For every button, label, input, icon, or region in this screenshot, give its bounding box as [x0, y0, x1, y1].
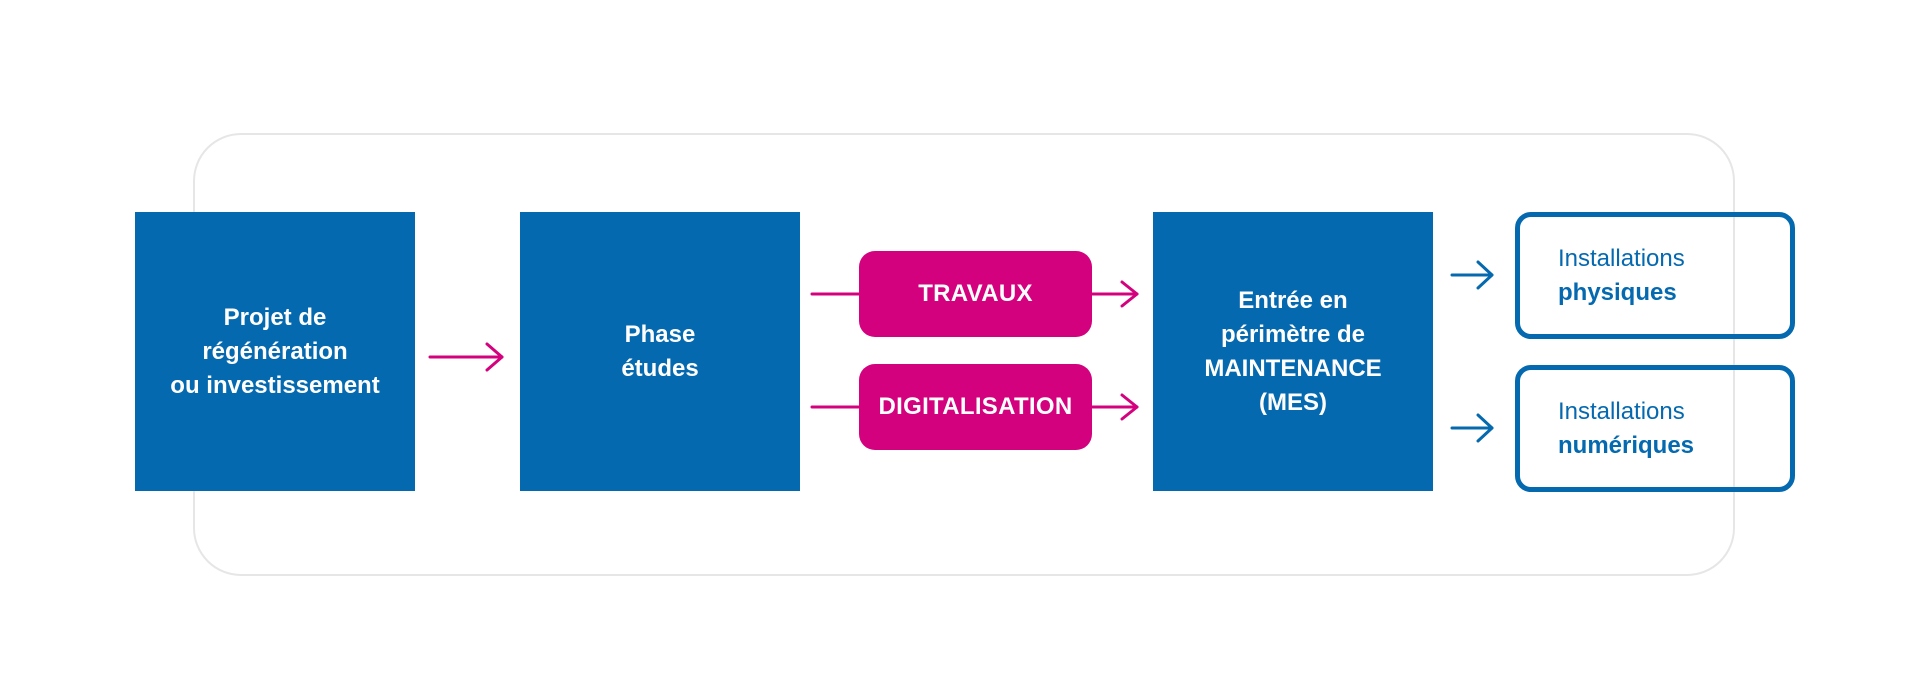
- projet-line-3: ou investissement: [170, 371, 380, 399]
- entree-line-2: périmètre de: [1220, 320, 1366, 348]
- installations-physiques-line-2: physiques: [1558, 278, 1677, 306]
- entree-line-3: MAINTENANCE: [1204, 354, 1382, 382]
- arrow-digitalisation-to-entree: [1090, 393, 1139, 421]
- digitalisation-pill: DIGITALISATION: [859, 364, 1092, 450]
- projet-box: Projet de régénération ou investissement: [135, 212, 415, 491]
- phase-line-2: études: [621, 354, 699, 382]
- travaux-label: TRAVAUX: [918, 280, 1033, 307]
- phase-line-1: Phase: [624, 320, 696, 348]
- entree-maintenance-box: Entrée en périmètre de MAINTENANCE (MES): [1153, 212, 1433, 491]
- entree-line-1: Entrée en: [1238, 286, 1348, 314]
- installations-numeriques-box: Installations numériques: [1515, 365, 1795, 492]
- phase-etudes-box: Phase études: [520, 212, 800, 491]
- installations-physiques-box: Installations physiques: [1515, 212, 1795, 339]
- projet-line-1: Projet de: [223, 303, 327, 331]
- digitalisation-label: DIGITALISATION: [878, 393, 1073, 420]
- arrow-travaux-to-entree: [1090, 280, 1139, 308]
- arrow-to-installations-physiques: [1450, 260, 1494, 290]
- entree-line-4: (MES): [1258, 388, 1327, 416]
- installations-physiques-line-1: Installations: [1558, 244, 1685, 272]
- arrow-to-installations-numeriques: [1450, 413, 1494, 443]
- travaux-pill: TRAVAUX: [859, 251, 1092, 337]
- projet-line-2: régénération: [202, 337, 348, 365]
- installations-numeriques-line-2: numériques: [1558, 431, 1695, 459]
- installations-numeriques-line-1: Installations: [1558, 397, 1685, 425]
- arrow-projet-to-phase: [428, 342, 504, 372]
